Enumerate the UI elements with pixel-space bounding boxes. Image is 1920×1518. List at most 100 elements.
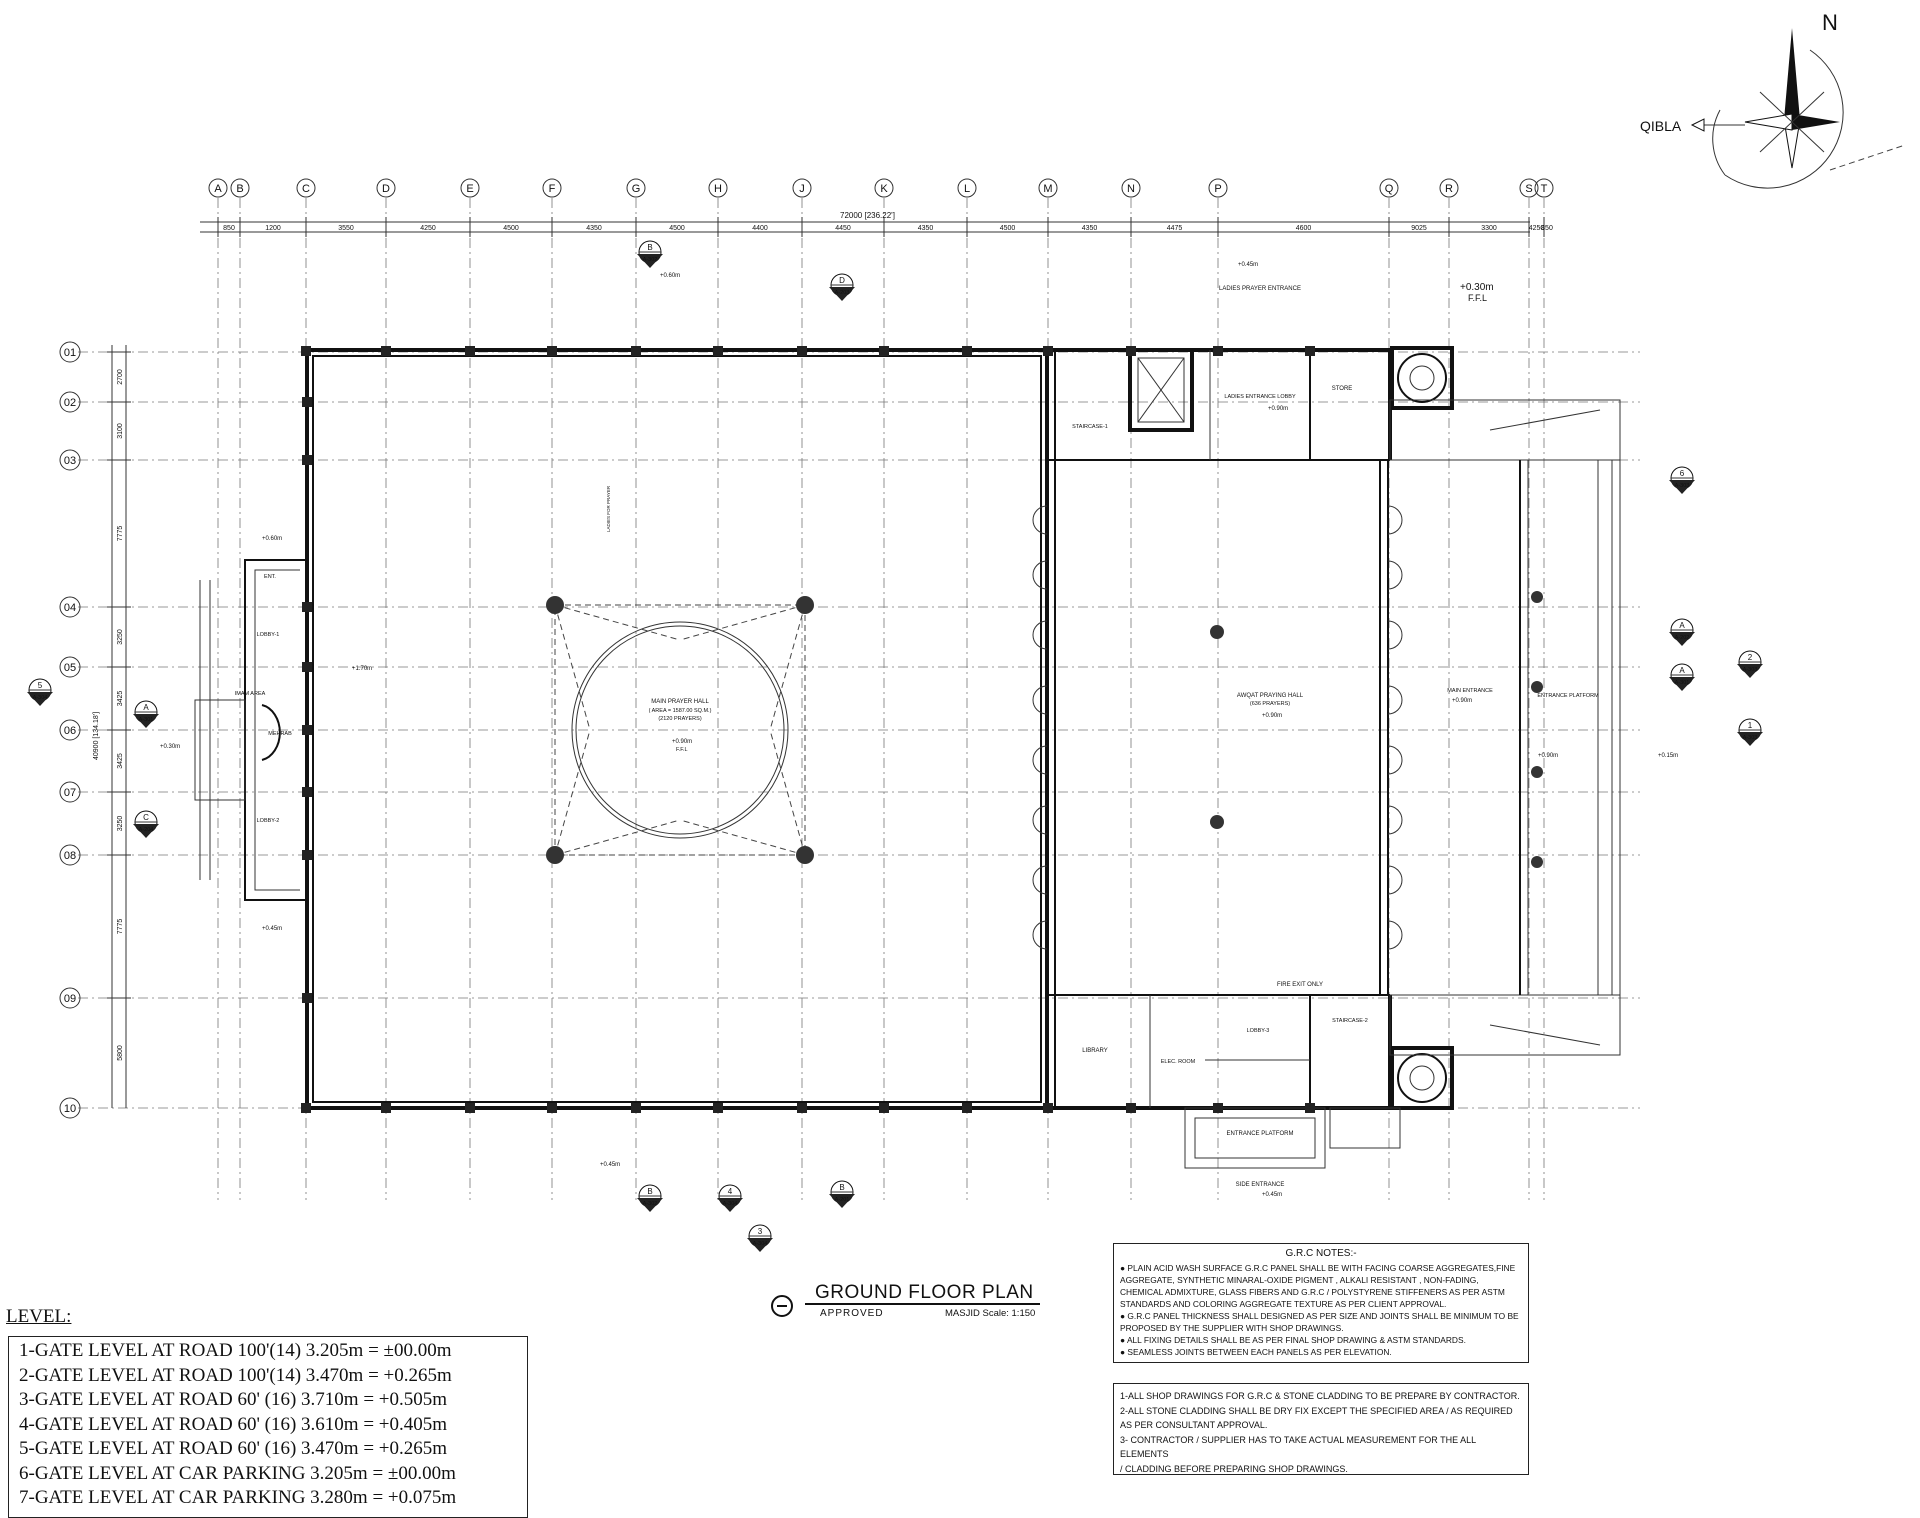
dimension-text: 4250 xyxy=(420,225,436,232)
door-swing xyxy=(1387,560,1403,590)
ffl-markers: +0.90m F.F.L +0.90m +0.90m +0.30m F.F.L … xyxy=(160,262,1678,1198)
section-marker-id: B xyxy=(647,1187,652,1196)
dimension-text: 850 xyxy=(1541,225,1553,232)
dimension-text: 4450 xyxy=(835,225,851,232)
level-row: 5-GATE LEVEL AT ROAD 60' (16) 3.470m = +… xyxy=(19,1438,448,1459)
grc-notes: G.R.C NOTES:- ● PLAIN ACID WASH SURFACE … xyxy=(1113,1243,1529,1363)
main-hall-area: ( AREA = 1587.00 SQ.M.) xyxy=(649,708,712,714)
ffl-ladies-entry: +0.45m xyxy=(1238,262,1258,268)
store-label: STORE xyxy=(1332,386,1353,392)
column-mark xyxy=(962,346,972,356)
door-swing xyxy=(1387,920,1403,950)
dimension-text: 3250 xyxy=(117,629,124,645)
grid-bubble-col xyxy=(1208,178,1228,198)
dimension-text: 2700 xyxy=(117,369,124,385)
grid-bubble-row xyxy=(59,341,81,363)
door-swing xyxy=(1032,685,1048,715)
door-swing xyxy=(1032,560,1048,590)
level-row: 6-GATE LEVEL AT CAR PARKING 3.205m = ±00… xyxy=(19,1462,456,1484)
ladies-entrance-label: LADIES PRAYER ENTRANCE xyxy=(1219,286,1301,292)
grc-note: ● PLAIN ACID WASH SURFACE G.R.C PANEL SH… xyxy=(1120,1263,1516,1309)
ffl-top-right-tag: F.F.L xyxy=(1468,293,1487,303)
section-marker-id: A xyxy=(1679,666,1685,675)
perimeter-columns xyxy=(301,346,1315,1113)
grid-bubble-col xyxy=(1379,178,1399,198)
dimension-text: 4350 xyxy=(1082,225,1098,232)
grid-label-row: 01 xyxy=(64,347,76,359)
grid-label-col: D xyxy=(382,183,390,195)
column-mark xyxy=(381,1103,391,1113)
section-marker-id: 1 xyxy=(1748,721,1753,730)
door-swing xyxy=(1387,505,1403,535)
plan-title-symbol xyxy=(771,1295,793,1317)
grid-bubble-col xyxy=(1439,178,1459,198)
column-mark xyxy=(302,397,312,407)
dimension-text: 3100 xyxy=(117,423,124,439)
column-mark xyxy=(1305,346,1315,356)
mehrab-label: MEHRAB xyxy=(268,731,292,737)
grid-label-col: A xyxy=(214,183,222,195)
grid-bubble-row xyxy=(59,449,81,471)
entrance-platform-label: ENTRANCE PLATFORM xyxy=(1537,693,1599,699)
grid-label-col: J xyxy=(799,183,805,195)
lobby-1-label: LOBBY-1 xyxy=(257,632,280,638)
grid-label-row: 10 xyxy=(64,1103,76,1115)
elec-room-label: ELEC. ROOM xyxy=(1161,1059,1196,1065)
awqat-hall-capacity: (636 PRAYERS) xyxy=(1250,701,1290,707)
grid-bubble-row xyxy=(59,987,81,1009)
section-marker-id: 6 xyxy=(1680,469,1685,478)
dimension-text: 3300 xyxy=(1481,225,1497,232)
section-marker: B A-302 xyxy=(637,1184,663,1212)
dimension-text: 9025 xyxy=(1411,225,1427,232)
section-marker-sheet: A-301 xyxy=(139,717,154,723)
grid-bubble-col xyxy=(1121,178,1141,198)
grid-label-row: 06 xyxy=(64,725,76,737)
level-row: 2-GATE LEVEL AT ROAD 100'(14) 3.470m = +… xyxy=(19,1364,452,1386)
ffl-top-right: +0.30m xyxy=(1460,282,1494,293)
grid-label-row: 07 xyxy=(64,787,76,799)
overall-dimension: 72000 [236.22'] xyxy=(840,211,895,220)
section-marker-sheet: A-302 xyxy=(643,1201,658,1207)
section-marker-sheet: A-304 xyxy=(33,695,48,701)
dimension-text: 4350 xyxy=(586,225,602,232)
column-mark xyxy=(381,346,391,356)
level-row: 3-GATE LEVEL AT ROAD 60' (16) 3.710m = +… xyxy=(19,1389,448,1410)
grid-bubble-row xyxy=(59,656,81,678)
grid-bubble-col xyxy=(626,178,646,198)
section-marker-sheet: A-304 xyxy=(753,1241,768,1247)
ffl-platform: +0.90m xyxy=(1538,753,1558,759)
north-label: N xyxy=(1822,10,1838,35)
section-marker-id: D xyxy=(839,276,845,285)
dimension-text: 3425 xyxy=(117,753,124,769)
section-marker-id: 5 xyxy=(38,681,43,690)
staircase-1-label: STAIRCASE-1 xyxy=(1072,424,1108,430)
ffl-awqat: +0.90m xyxy=(1262,713,1282,719)
column-mark xyxy=(547,346,557,356)
general-note: / CLADDING BEFORE PREPARING SHOP DRAWING… xyxy=(1120,1463,1348,1474)
grc-notes-title: G.R.C NOTES:- xyxy=(1285,1248,1357,1259)
overall-dimension-vertical: 40900 [134.18'] xyxy=(93,712,100,760)
grid-bubble-col xyxy=(874,178,894,198)
column-mark xyxy=(1043,1103,1053,1113)
grid-label-col: K xyxy=(880,183,888,195)
column-mark xyxy=(962,1103,972,1113)
ent-label: ENT. xyxy=(264,574,276,580)
fire-exit-label: FIRE EXIT ONLY xyxy=(1277,982,1323,988)
column-mark xyxy=(465,1103,475,1113)
section-marker: 6A-303 xyxy=(1669,466,1695,494)
ffl-side-entrance: +0.45m xyxy=(1262,1192,1282,1198)
column-mark xyxy=(797,1103,807,1113)
column-mark xyxy=(302,993,312,1003)
general-note: AS PER CONSULTANT APPROVAL. xyxy=(1120,1420,1268,1430)
column-mark xyxy=(302,850,312,860)
section-marker-id: 3 xyxy=(758,1227,763,1236)
level-row: 1-GATE LEVEL AT ROAD 100'(14) 3.205m = ±… xyxy=(19,1340,452,1361)
ffl-main-entrance: +0.90m xyxy=(1452,698,1472,704)
grid-bubble-row xyxy=(59,1097,81,1119)
level-row: 4-GATE LEVEL AT ROAD 60' (16) 3.610m = +… xyxy=(19,1413,448,1435)
grid-label-col: R xyxy=(1445,183,1453,195)
ffl-left-mid: +1.70m xyxy=(352,666,372,672)
column-mark xyxy=(1305,1103,1315,1113)
grid-bubble-col xyxy=(957,178,977,198)
